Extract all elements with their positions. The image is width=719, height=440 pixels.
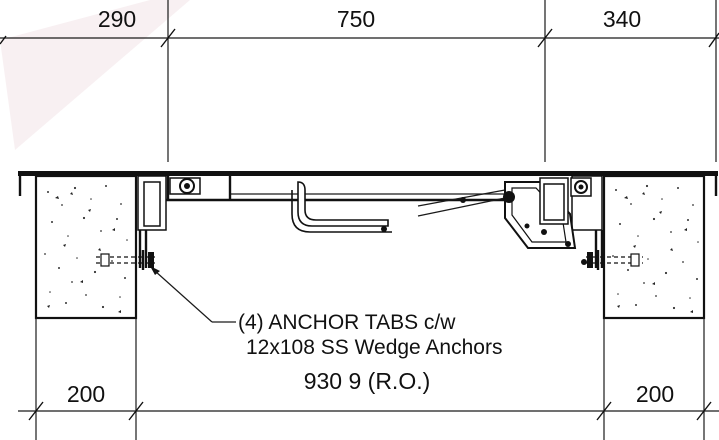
left-concrete-block: [34, 174, 138, 440]
dimension-340: 340: [603, 6, 641, 32]
mechanism-plate: [503, 177, 577, 249]
dimension-200-left: 200: [67, 381, 105, 407]
right-anchor: [586, 250, 643, 270]
left-hinge: [169, 177, 201, 195]
dimension-290: 290: [98, 6, 136, 32]
top-dimension-line: [0, 0, 719, 162]
dimension-750: 750: [337, 6, 375, 32]
cover-plate: [18, 171, 718, 196]
dimension-930-ro: 930 9 (R.O.): [304, 368, 431, 394]
watermark: [0, 0, 190, 150]
right-concrete-block: [602, 174, 706, 440]
lift-arm: [291, 181, 506, 233]
bottom-dimension-line: [18, 401, 719, 421]
left-anchor: [96, 250, 155, 270]
callout-line-1: (4) ANCHOR TABS c/w: [238, 311, 456, 334]
callout-line-2: 12x108 SS Wedge Anchors: [246, 336, 502, 359]
callout-leader: [150, 266, 236, 323]
dimension-200-right: 200: [636, 381, 674, 407]
right-hinge: [570, 177, 592, 265]
